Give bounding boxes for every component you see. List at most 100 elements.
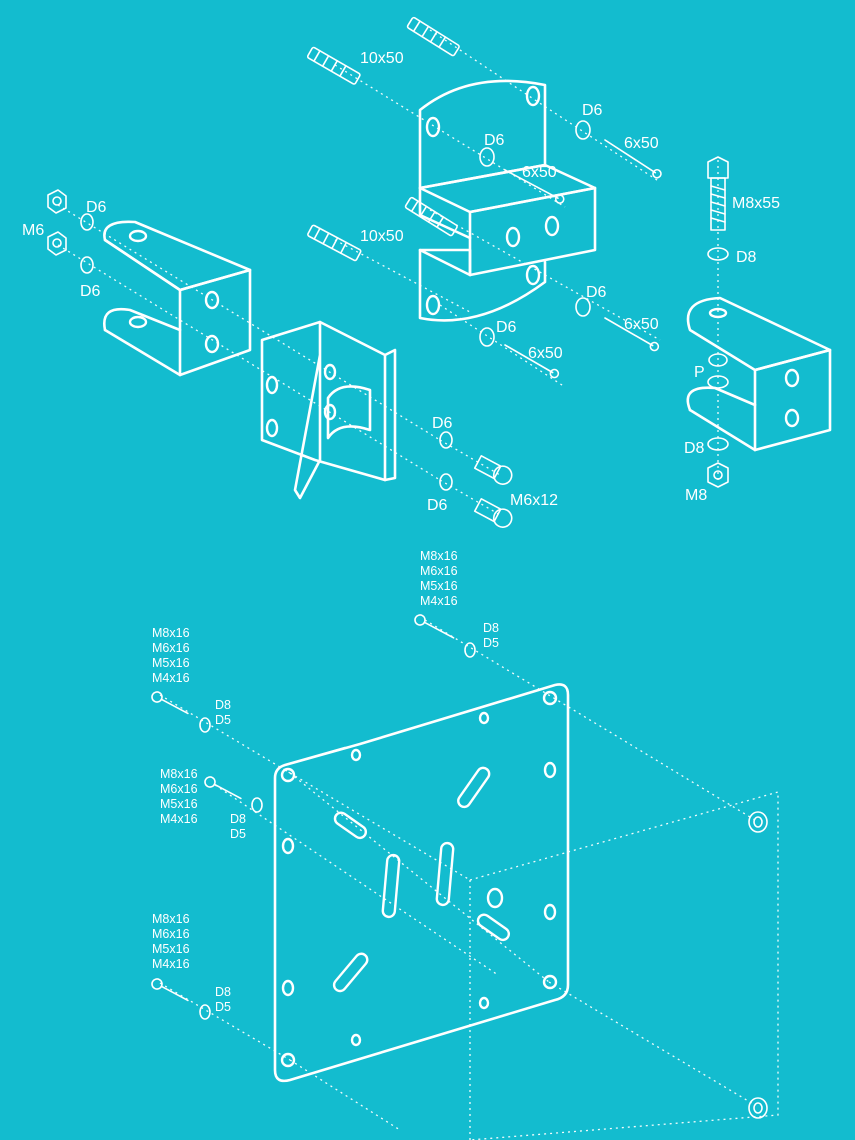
u-bracket-front (178, 268, 252, 377)
bolt-shank-icon (710, 177, 726, 231)
label-nut-m6: M6 (22, 222, 44, 239)
label-washer-d6: D6 (586, 284, 607, 301)
label-screw-size: M5x16 (160, 797, 198, 811)
label-screw-size: M8x16 (420, 549, 458, 563)
guide-line (214, 784, 499, 976)
label-screw-size: M8x16 (152, 912, 190, 926)
label-washer-d6: D6 (582, 102, 603, 119)
spacer-icon (708, 353, 728, 367)
washer-icon (439, 473, 453, 491)
plate-hole (478, 711, 490, 725)
washer-icon (479, 147, 495, 167)
left-u-bracket (103, 220, 252, 377)
guide-line (57, 204, 441, 441)
label-screw-6x50: 6x50 (522, 164, 557, 181)
bracket-hole (128, 315, 148, 329)
label-washer-d6: D6 (496, 319, 517, 336)
label-washer-size: D5 (230, 827, 246, 841)
washer-icon (575, 297, 591, 317)
plate-hole (478, 996, 490, 1010)
u-bracket-bottom-arm (686, 386, 757, 412)
bracket-hole (425, 294, 441, 316)
washer-icon (707, 247, 729, 261)
label-screw-size: M5x16 (420, 579, 458, 593)
label-screw-size: M8x16 (160, 767, 198, 781)
label-screw-size: M6x16 (420, 564, 458, 578)
nut-icon (707, 462, 729, 488)
label-screw-size: M6x16 (160, 782, 198, 796)
bracket-hole (708, 307, 728, 319)
guide-line (289, 1059, 401, 1131)
washers-top (479, 120, 591, 347)
wall-points (748, 811, 768, 1119)
u-bracket-front (753, 348, 832, 452)
guide-line (159, 694, 291, 774)
label-washer-size: D5 (483, 636, 499, 650)
label-screw-size: M6x16 (152, 927, 190, 941)
guide-line (334, 239, 471, 313)
wall-hole-icon (748, 1097, 768, 1119)
bracket-hole (323, 403, 337, 421)
guide-line (548, 981, 756, 1106)
hinge-side (293, 320, 322, 500)
wall-hole-icon (753, 1102, 763, 1114)
u-bracket-top-arm (103, 220, 252, 292)
washer-icon (251, 797, 263, 813)
guide-line (289, 772, 550, 983)
nut-icon (47, 189, 67, 214)
label-nut-m8: M8 (685, 487, 707, 504)
label-bolt-m8x55: M8x55 (732, 195, 780, 212)
label-screw-size: M4x16 (152, 957, 190, 971)
washer-icon (80, 256, 94, 274)
wall-bracket (418, 79, 597, 322)
bracket-hole (784, 408, 800, 428)
guide-lines (57, 29, 779, 1140)
label-screw-6x50: 6x50 (528, 345, 563, 362)
label-screw-size: M6x16 (152, 641, 190, 655)
plate-slot (333, 811, 368, 840)
plate-hole (280, 767, 296, 783)
wood-screws (504, 139, 662, 379)
label-screw-size: M5x16 (152, 656, 190, 670)
right-u-bracket (686, 296, 832, 452)
screw-icon (504, 344, 560, 379)
plate-slot (435, 841, 455, 907)
label-screw-6x50: 6x50 (624, 135, 659, 152)
label-washer-d8: D8 (684, 440, 705, 457)
label-washer-d6: D6 (427, 497, 448, 514)
guide-line (334, 64, 566, 208)
label-screw-size: M5x16 (152, 942, 190, 956)
bracket-hole (204, 290, 220, 310)
plate-hole (543, 761, 557, 779)
wall-bracket-front-face (468, 186, 597, 277)
bolt-thread-icon (710, 185, 726, 223)
label-washer-size: D8 (483, 621, 499, 635)
wall-hole-icon (753, 816, 763, 828)
plate-hole (542, 974, 558, 990)
bracket-hole (265, 375, 279, 395)
guide-line (534, 99, 661, 183)
washer-icon (439, 431, 453, 449)
label-washer-d6: D6 (484, 132, 505, 149)
hinge-tube (326, 385, 372, 440)
label-anchor-size: 10x50 (360, 228, 404, 245)
nut-icon (713, 470, 723, 480)
plate-hole (350, 748, 362, 762)
bracket-hole (784, 368, 800, 388)
vesa-plate (273, 683, 570, 1083)
plate-outline (273, 683, 570, 1083)
label-washer-size: D8 (215, 985, 231, 999)
washer-icon (80, 213, 94, 231)
hinge-plate (260, 320, 397, 500)
wall-hole-icon (748, 811, 768, 833)
label-spacer-p: P (694, 364, 705, 381)
u-bracket-top-arm (686, 296, 832, 372)
guide-line (57, 244, 441, 481)
bracket-hole (525, 85, 541, 107)
plate-hole (281, 837, 295, 855)
guide-line (439, 439, 501, 476)
spacer-icon (707, 375, 729, 389)
anchor-icon (406, 16, 460, 57)
wall-anchors (306, 16, 460, 262)
